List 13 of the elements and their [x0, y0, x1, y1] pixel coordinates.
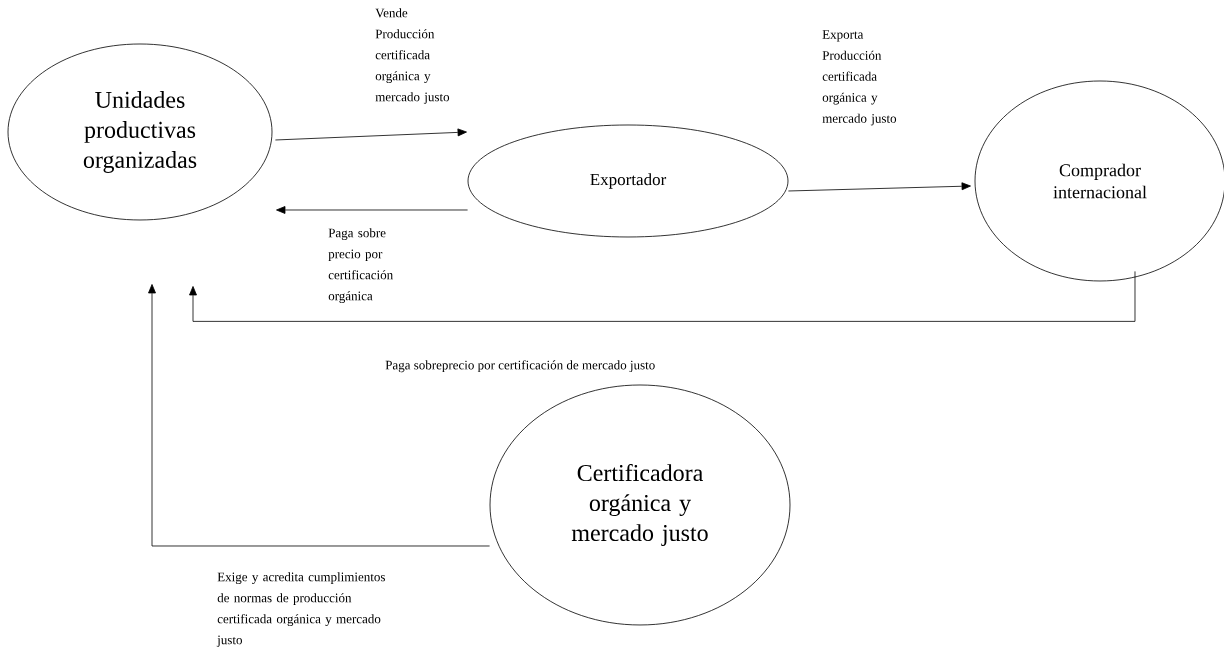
edge-label: Vende Producción certificada orgánica y mercado justo — [375, 8, 450, 104]
ellipse-node: Certificadora orgánica y mercado justo — [489, 384, 791, 626]
arrow — [275, 128, 467, 141]
arrow — [148, 284, 490, 547]
edge-label: Exporta Producción certificada orgánica y mercado justo — [822, 30, 897, 126]
ellipse-node: Unidades productivas organizadas — [7, 43, 273, 221]
edge-label: Paga sobreprecio por certificación de mercado justo — [385, 360, 655, 373]
arrow — [276, 206, 468, 214]
arrow — [189, 271, 1136, 322]
edge-label: Exige y acredita cumplimientos de normas de producción certificada orgánica y mercado justo — [216, 572, 385, 647]
edge-label: Paga sobre precio por certificación orgánica — [328, 228, 393, 303]
arrow — [788, 182, 971, 192]
ellipse-node: Exportador — [467, 124, 789, 238]
